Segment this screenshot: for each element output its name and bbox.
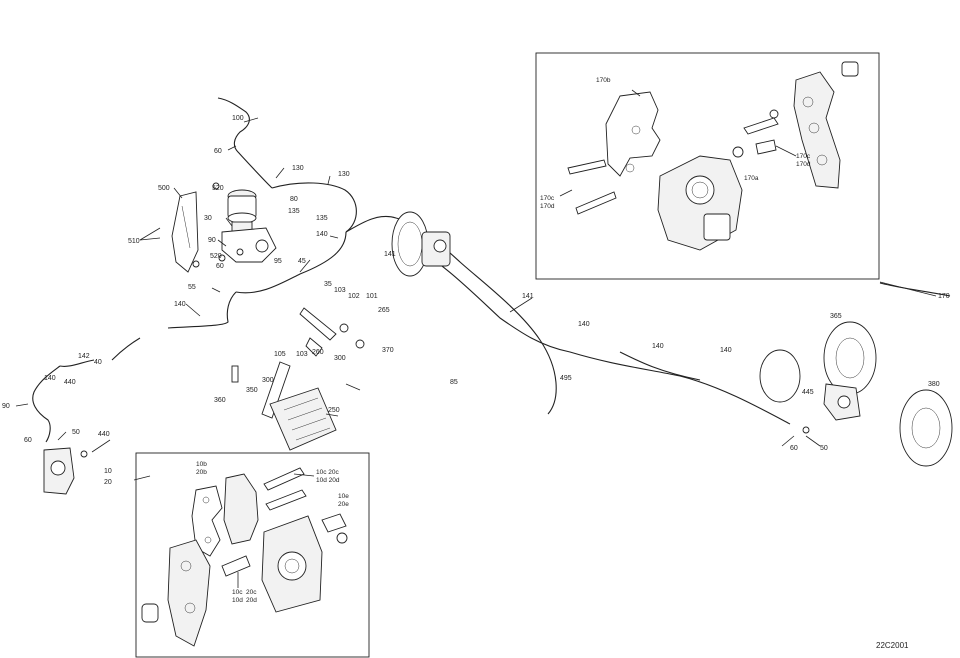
- callout-170c-b: 170c: [796, 153, 811, 160]
- callout-95: 95: [274, 258, 282, 265]
- detail-frame-front-caliper: [135, 452, 370, 658]
- callout-170c-a: 170c: [540, 195, 555, 202]
- front-caliper-detail: [141, 467, 348, 647]
- callout-440-b: 440: [98, 431, 110, 438]
- callout-55: 55: [188, 284, 196, 291]
- callout-45: 45: [298, 258, 306, 265]
- callout-10d-20d-a: 10d 20d: [316, 477, 340, 484]
- callout-10c-20c: 10c 20c: [316, 469, 340, 476]
- leader-lines: [15, 89, 937, 588]
- callout-20e: 20e: [338, 501, 349, 508]
- callout-170d-b: 170d: [796, 161, 811, 168]
- callout-170: 170: [938, 293, 950, 300]
- front-left-caliper: [43, 447, 88, 495]
- callout-20b: 20b: [196, 469, 207, 476]
- callout-440-a: 440: [64, 379, 76, 386]
- callout-103-b: 103: [296, 351, 308, 358]
- callout-90-left: 90: [2, 403, 10, 410]
- callout-20c-b: 20c: [246, 589, 257, 596]
- callout-250: 250: [328, 407, 340, 414]
- master-cylinder-assembly: [171, 182, 277, 273]
- callout-140-a: 140: [316, 231, 328, 238]
- callout-30: 30: [204, 215, 212, 222]
- callout-50-left: 50: [72, 429, 80, 436]
- callout-140-c: 140: [44, 375, 56, 382]
- callout-140-b: 140: [174, 301, 186, 308]
- callout-300-b: 300: [334, 355, 346, 362]
- callout-365: 365: [830, 313, 842, 320]
- callout-140-e: 140: [652, 343, 664, 350]
- rear-right-discs: [759, 321, 953, 467]
- callout-360: 360: [214, 397, 226, 404]
- callout-500: 500: [158, 185, 170, 192]
- callout-10e: 10e: [338, 493, 349, 500]
- callout-380: 380: [928, 381, 940, 388]
- callout-130-b: 130: [338, 171, 350, 178]
- detail-frame-rear-caliper: [535, 52, 880, 280]
- callout-103-a: 103: [334, 287, 346, 294]
- callout-170b: 170b: [596, 77, 611, 84]
- callout-60-top: 60: [214, 148, 222, 155]
- callout-350: 350: [246, 387, 258, 394]
- callout-10d-b: 10d: [232, 597, 243, 604]
- callout-20d-b: 20d: [246, 597, 257, 604]
- callout-445: 445: [802, 389, 814, 396]
- callout-50-right: 50: [820, 445, 828, 452]
- brake-pedal-assembly: [231, 307, 365, 451]
- callout-10b: 10b: [196, 461, 207, 468]
- callout-260: 260: [312, 349, 324, 356]
- callout-142: 142: [78, 353, 90, 360]
- rear-caliper-detail: [567, 61, 859, 251]
- callout-141-b: 141: [522, 293, 534, 300]
- callout-105: 105: [274, 351, 286, 358]
- callout-40-left: 40: [94, 359, 102, 366]
- callout-90: 90: [208, 237, 216, 244]
- callout-520-a: 520: [212, 185, 224, 192]
- callout-10c-b: 10c: [232, 589, 243, 596]
- callout-10: 10: [104, 468, 112, 475]
- callout-140-d: 140: [578, 321, 590, 328]
- callout-170a: 170a: [744, 175, 759, 182]
- center-brake-disc: [391, 211, 451, 277]
- callout-300-a: 300: [262, 377, 274, 384]
- callout-510: 510: [128, 238, 140, 245]
- callout-370: 370: [382, 347, 394, 354]
- callout-60-left: 60: [24, 437, 32, 444]
- callout-265: 265: [378, 307, 390, 314]
- callout-102: 102: [348, 293, 360, 300]
- callout-labels: 170 380 100 60 130 130 80 135 135 500 52…: [2, 77, 950, 604]
- diagram-code: 22C2001: [876, 641, 909, 650]
- callout-60-mid: 60: [216, 263, 224, 270]
- callout-140-f: 140: [720, 347, 732, 354]
- callout-170d-a: 170d: [540, 203, 555, 210]
- callout-135-b: 135: [316, 215, 328, 222]
- brake-lines: [32, 97, 951, 443]
- callout-141-a: 141: [384, 251, 396, 258]
- callout-495: 495: [560, 375, 572, 382]
- callout-20: 20: [104, 479, 112, 486]
- callout-135-a: 135: [288, 208, 300, 215]
- callout-520-b: 520: [210, 253, 222, 260]
- callout-85: 85: [450, 379, 458, 386]
- callout-60-right: 60: [790, 445, 798, 452]
- callout-35: 35: [324, 281, 332, 288]
- callout-100: 100: [232, 115, 244, 122]
- callout-130-a: 130: [292, 165, 304, 172]
- callout-101: 101: [366, 293, 378, 300]
- callout-80: 80: [290, 196, 298, 203]
